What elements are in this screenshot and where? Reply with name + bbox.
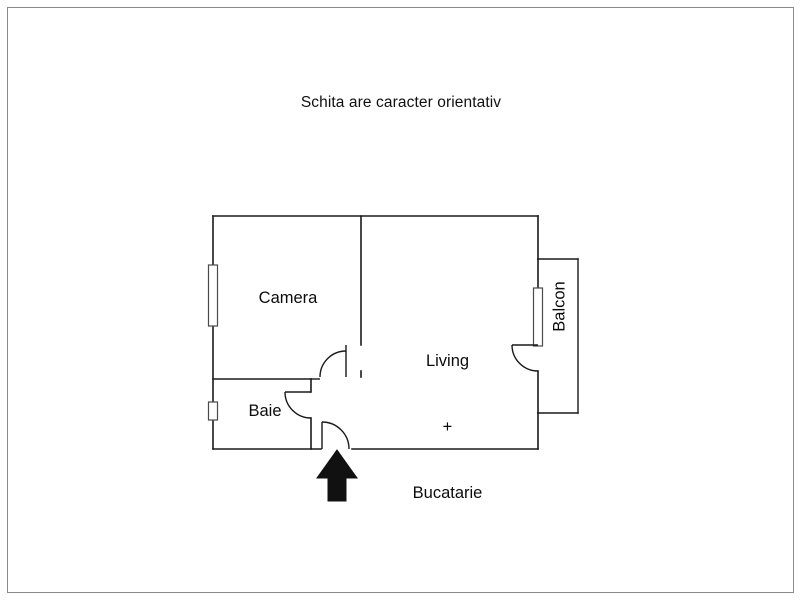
entrance-door-arc: [321, 421, 350, 450]
room-label-balcon: Balcon: [550, 281, 569, 332]
balcony-window: [532, 287, 544, 347]
balcony-outline: [537, 258, 579, 414]
balcony-door-arc: [511, 344, 539, 372]
windows: [207, 264, 544, 421]
door-swings: [284, 344, 539, 450]
room-label-living-line1: Living: [425, 352, 470, 370]
baie-door-arc: [284, 391, 312, 419]
room-label-living-plus: +: [442, 418, 453, 436]
up-arrow-icon: [316, 449, 358, 502]
room-label-living-line3: Bucatarie: [412, 484, 483, 502]
room-label-camera: Camera: [258, 289, 318, 307]
page-border: [7, 7, 794, 593]
interior-walls: [212, 215, 362, 450]
camera-door-arc: [319, 350, 347, 378]
entry-arrow: [316, 449, 358, 502]
plan-title: Schita are caracter orientativ: [300, 94, 502, 111]
baie-window: [207, 401, 219, 421]
room-label-living-bucatarie: Living + Bucatarie: [385, 306, 510, 548]
camera-window: [207, 264, 219, 327]
room-label-baie: Baie: [248, 402, 282, 420]
